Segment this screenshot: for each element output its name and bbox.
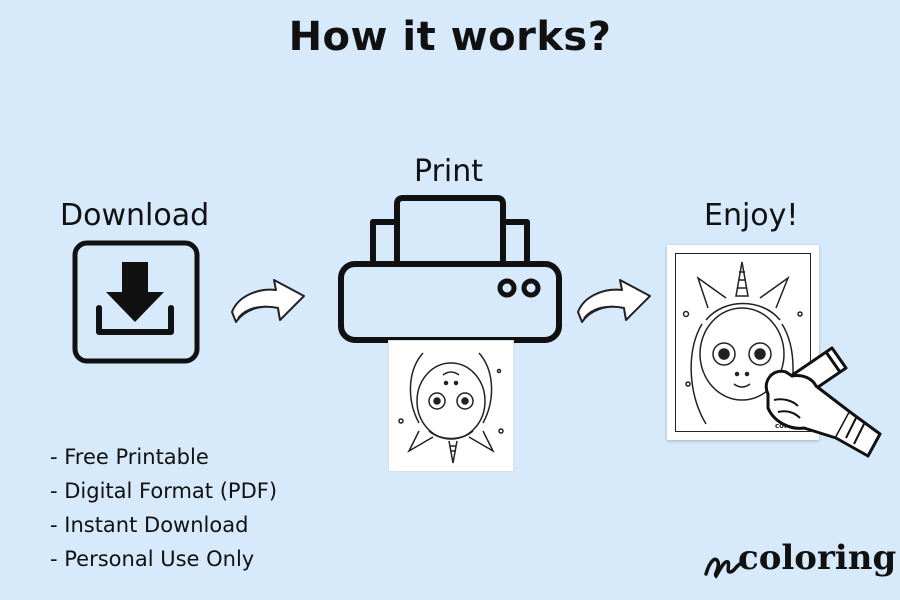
brand-swoosh-icon — [704, 557, 742, 579]
unicorn-illustration — [682, 261, 803, 425]
sheet-frame — [675, 253, 811, 432]
curved-arrow-icon — [577, 279, 651, 323]
brand-logo: coloring — [738, 538, 896, 578]
download-step-label: Download — [60, 198, 210, 233]
feature-item: - Personal Use Only — [50, 547, 255, 571]
feature-item: - Instant Download — [50, 513, 249, 537]
curved-arrow-icon — [231, 279, 305, 323]
brand-logo-text: coloring — [738, 538, 897, 578]
download-icon — [72, 240, 200, 364]
hand-drawing-icon — [764, 346, 882, 458]
print-step-label: Print — [414, 154, 484, 189]
feature-item: - Digital Format (PDF) — [50, 479, 278, 503]
printed-page — [388, 340, 514, 472]
printer-icon — [338, 195, 562, 343]
enjoy-step-label: Enjoy! — [704, 198, 799, 233]
feature-list: - Free Printable - Digital Format (PDF) … — [50, 440, 277, 576]
unicorn-illustration — [398, 352, 504, 464]
page-title: How it works? — [288, 14, 612, 60]
feature-item: - Free Printable — [50, 445, 209, 469]
